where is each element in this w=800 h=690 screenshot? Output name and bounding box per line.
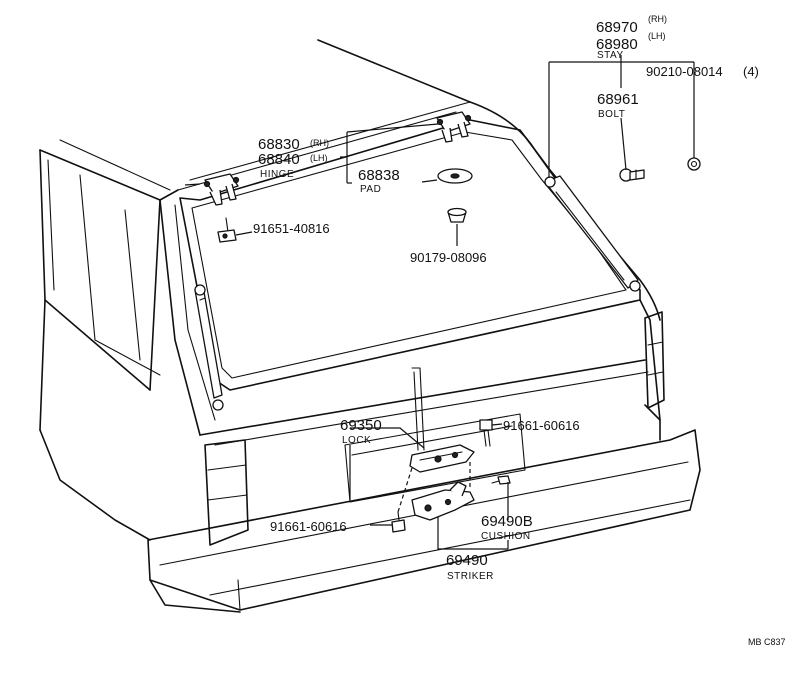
lock-number: 69350 [340, 417, 382, 434]
labels: 68970 (RH) 68980 (LH) STAY 90210-08014 (… [253, 14, 786, 647]
hinge-lh-side: (LH) [310, 153, 328, 163]
striker-bolt-part [391, 511, 406, 533]
lock-name: LOCK [342, 435, 371, 446]
washer-part [687, 157, 701, 171]
stay-name: STAY [597, 50, 624, 61]
striker-assembly [411, 481, 475, 521]
hinge-bolt-part [217, 217, 237, 243]
stay-lh-side: (LH) [648, 31, 666, 41]
striker-name: STRIKER [447, 571, 494, 582]
vehicle-body [39, 39, 701, 613]
hinge-bolt-number: 91651-40816 [253, 221, 330, 236]
stay-rh-number: 68970 [596, 19, 638, 36]
stay-bolt-part [619, 168, 645, 182]
stay-lh-number: 68980 [596, 36, 638, 53]
drawing-code: MB C837 [748, 637, 786, 647]
cushion-number: 69490B [481, 513, 533, 530]
hinge-lh-number: 68840 [258, 151, 300, 168]
leader-lines [184, 55, 695, 550]
right-stay-strut [544, 175, 641, 292]
bolt-name: BOLT [598, 109, 625, 120]
washer-qty: (4) [743, 64, 759, 79]
bumper-stop-number: 90179-08096 [410, 250, 487, 265]
cushion-part [491, 475, 511, 485]
pad-name: PAD [360, 184, 381, 195]
hinge-rh-number: 68830 [258, 136, 300, 153]
bumper-stop-part [447, 207, 467, 223]
cushion-name: CUSHION [481, 531, 531, 542]
bolt-number: 68961 [597, 91, 639, 108]
pad-part [437, 168, 473, 184]
striker-number: 69490 [446, 552, 488, 569]
lock-assembly [409, 367, 475, 473]
stay-rh-side: (RH) [648, 14, 667, 24]
hinge-rh-side: (RH) [310, 138, 329, 148]
washer-number: 90210-08014 [646, 64, 723, 79]
lock-bolt-number: 91661-60616 [503, 418, 580, 433]
left-hinge [203, 173, 240, 206]
lock-bolt-part [479, 419, 493, 447]
left-stay-strut [194, 284, 224, 411]
right-hinge [436, 111, 472, 143]
striker-bolt-number: 91661-60616 [270, 519, 347, 534]
pad-number: 68838 [358, 167, 400, 184]
hinge-name: HINGE [260, 169, 294, 180]
